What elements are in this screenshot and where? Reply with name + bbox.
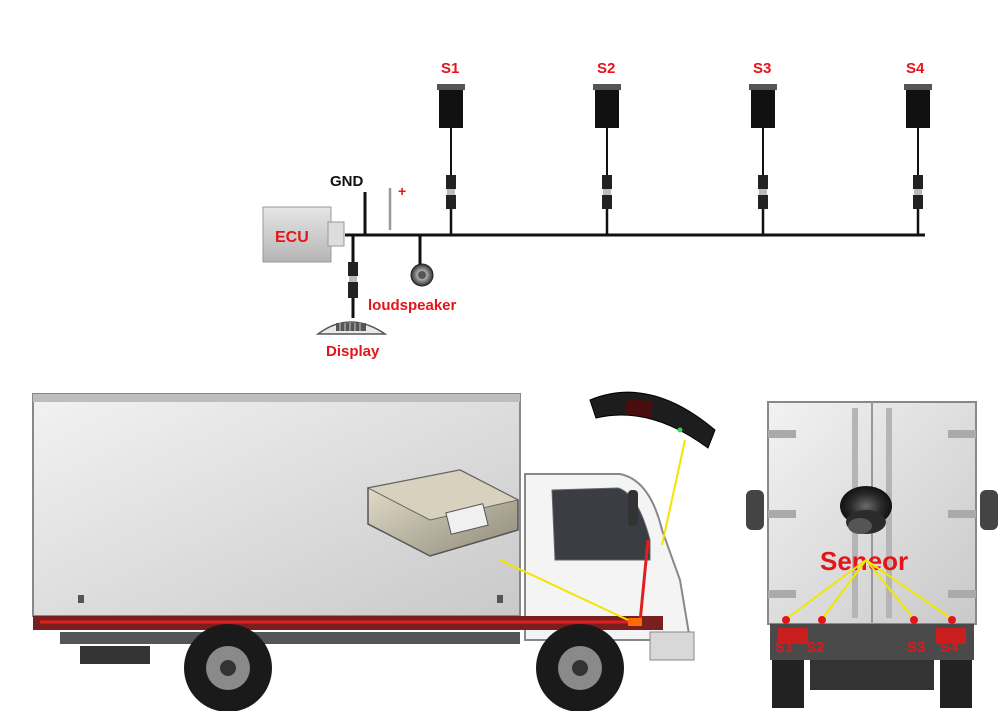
- harness-connector: [628, 618, 642, 626]
- display-connector: [348, 235, 358, 318]
- sensor-s4: S4: [904, 60, 932, 235]
- ecu-leader-line: [499, 559, 629, 621]
- display-leader-line: [661, 439, 686, 546]
- ecu-module-image: [366, 469, 520, 557]
- loudspeaker-label: loudspeaker: [368, 297, 457, 314]
- cab-bumper: [649, 631, 695, 661]
- cab-window: [551, 487, 651, 561]
- ecu-unit: ECU: [262, 206, 345, 263]
- rear-wheel: [184, 624, 272, 711]
- display-device-image: [589, 391, 716, 449]
- sensor-image: [840, 486, 892, 534]
- sensor-s3: S3: [749, 60, 777, 235]
- right-mirror: [980, 490, 998, 530]
- sensor-point-s2: [818, 616, 826, 624]
- rear-sensor-label-s3: S3: [907, 639, 925, 656]
- rear-sensor-label-s1: S1: [775, 639, 793, 656]
- side-mirror: [628, 490, 638, 526]
- display-label: Display: [326, 343, 380, 360]
- gnd-label: GND: [330, 173, 364, 190]
- sensor-label-s3: S3: [753, 60, 771, 77]
- sensor-s2: S2: [593, 60, 621, 235]
- front-wheel: [536, 624, 624, 711]
- rear-sensor-label-s2: S2: [806, 639, 824, 656]
- rear-sensor-label-s4: S4: [940, 639, 959, 656]
- truck-rear-view: Seneor S1 S2 S3 S4: [746, 401, 998, 708]
- sensor-point-s4: [948, 616, 956, 624]
- sensor-point-s1: [782, 616, 790, 624]
- ecu-label: ECU: [275, 229, 309, 246]
- display-icon: [315, 321, 388, 335]
- sensor-leader-lines: [785, 559, 953, 620]
- sensor-s1: S1: [437, 60, 465, 235]
- wiring-diagram: ECU GND + loudspeaker: [262, 60, 932, 360]
- sensor-label-s4: S4: [906, 60, 925, 77]
- loudspeaker: [410, 235, 434, 287]
- left-mirror: [746, 490, 764, 530]
- sensor-label-s2: S2: [597, 60, 615, 77]
- plus-label: +: [398, 183, 406, 199]
- sensor-point-s3: [910, 616, 918, 624]
- sensor-label-s1: S1: [441, 60, 459, 77]
- truck-side-view: [32, 391, 716, 711]
